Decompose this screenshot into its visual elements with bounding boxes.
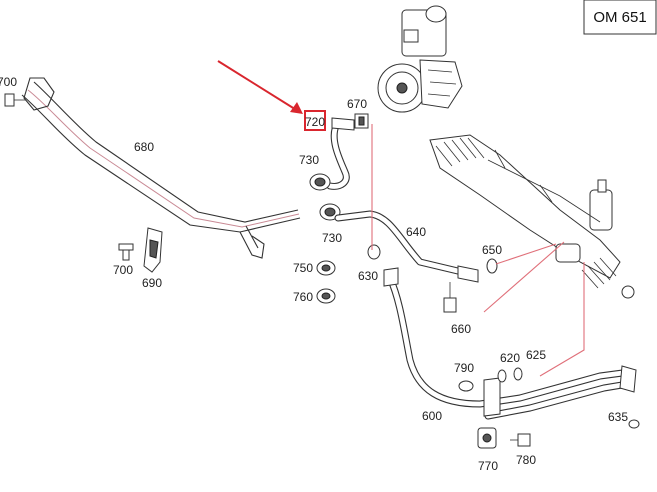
return-pipe-680 — [21, 77, 301, 259]
pressure-line-640 — [334, 210, 479, 283]
engine-code-label: OM 651 — [593, 9, 646, 26]
callout-625: 625 — [526, 348, 546, 362]
o-ring-630 — [367, 244, 381, 260]
callout-600: 600 — [422, 409, 442, 423]
callout-730-bottom: 730 — [322, 231, 342, 245]
leader-line-rack-4 — [483, 241, 565, 313]
callout-760: 760 — [293, 290, 313, 304]
engine-code-box: OM 651 — [583, 0, 657, 35]
callout-750: 750 — [293, 261, 313, 275]
leader-line-rack-2 — [495, 243, 557, 265]
callout-780: 780 — [516, 453, 536, 467]
callout-630: 630 — [358, 269, 378, 283]
callout-720: 720 — [305, 115, 325, 129]
seal-670 — [354, 113, 369, 129]
o-ring-650 — [486, 258, 498, 274]
clamp-730-bottom — [319, 203, 341, 221]
steering-rack — [429, 134, 635, 299]
callout-620: 620 — [500, 351, 520, 365]
bolt-700-top — [4, 93, 26, 107]
callout-635: 635 — [608, 410, 628, 424]
clamp-730-top — [309, 173, 331, 191]
part-635 — [628, 419, 640, 429]
bolt-700-bottom — [118, 243, 134, 261]
callout-770: 770 — [478, 459, 498, 473]
callout-690: 690 — [142, 276, 162, 290]
callout-680: 680 — [134, 140, 154, 154]
power-steering-pump — [377, 5, 463, 113]
clamp-760 — [316, 288, 336, 304]
clamp-750 — [316, 260, 336, 276]
callout-660: 660 — [451, 322, 471, 336]
bracket-690 — [143, 227, 163, 273]
part-625 — [513, 367, 523, 381]
part-790 — [458, 380, 474, 392]
part-620 — [497, 369, 507, 383]
callout-730-top: 730 — [299, 153, 319, 167]
callout-700-bottom: 700 — [113, 263, 133, 277]
callout-670: 670 — [347, 97, 367, 111]
highlight-box-720 — [304, 110, 326, 131]
highlight-arrow — [217, 60, 303, 114]
callout-640: 640 — [406, 225, 426, 239]
bolt-660 — [443, 282, 457, 313]
pipe-600 — [383, 267, 637, 420]
hose-720 — [326, 117, 355, 190]
bolt-780 — [510, 433, 531, 447]
callout-650: 650 — [482, 243, 502, 257]
clamp-770 — [477, 427, 497, 449]
leader-line-rack-3 — [539, 262, 585, 377]
callout-700-top: 700 — [0, 75, 17, 89]
callout-790: 790 — [454, 361, 474, 375]
